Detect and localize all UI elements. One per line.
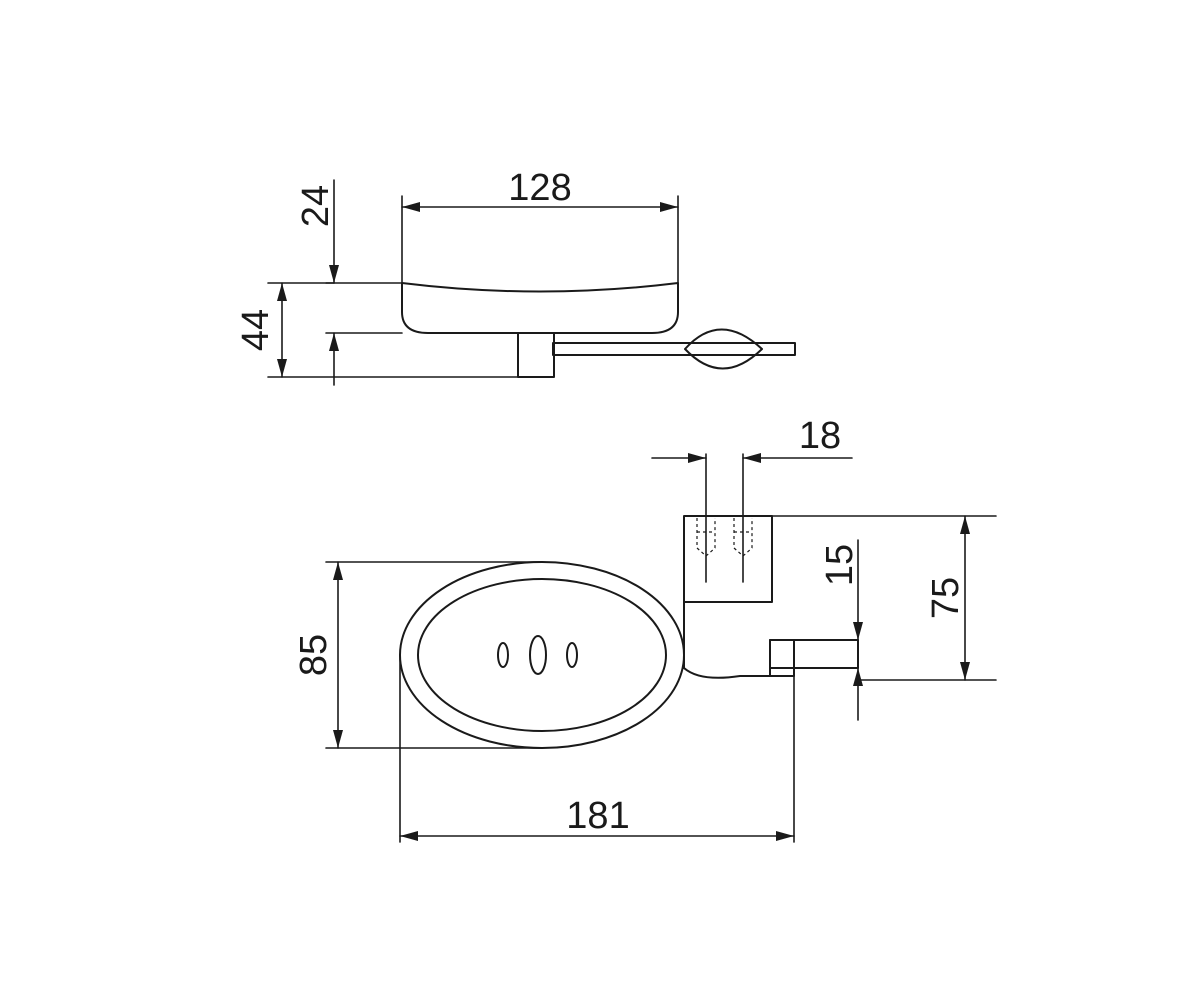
side-view-bowl xyxy=(401,282,679,334)
plan-view-neck xyxy=(683,599,859,679)
drain-slot-left xyxy=(497,642,509,668)
side-view: 128 24 44 xyxy=(235,167,796,386)
drain-slot-right xyxy=(566,642,578,668)
dim-mount-offset: 15 xyxy=(819,544,861,586)
plan-view-inner-ring xyxy=(417,578,667,732)
dim-tray-height: 85 xyxy=(293,634,335,676)
plan-view-stub xyxy=(769,639,795,677)
drain-slot-center xyxy=(529,635,547,675)
dim-top-height: 44 xyxy=(235,309,277,351)
dim-mount-spacing: 18 xyxy=(799,415,841,457)
dim-top-width: 128 xyxy=(508,167,571,209)
plan-view: 18 75 15 85 181 xyxy=(293,415,997,843)
side-view-ring-profile xyxy=(684,328,763,370)
plan-view-outer-ring xyxy=(399,561,685,749)
dim-mount-height: 75 xyxy=(925,577,967,619)
side-view-post xyxy=(517,332,555,378)
plan-view-mount-block xyxy=(683,515,773,603)
dim-top-depth: 24 xyxy=(295,185,337,227)
dim-total-length: 181 xyxy=(566,795,629,837)
